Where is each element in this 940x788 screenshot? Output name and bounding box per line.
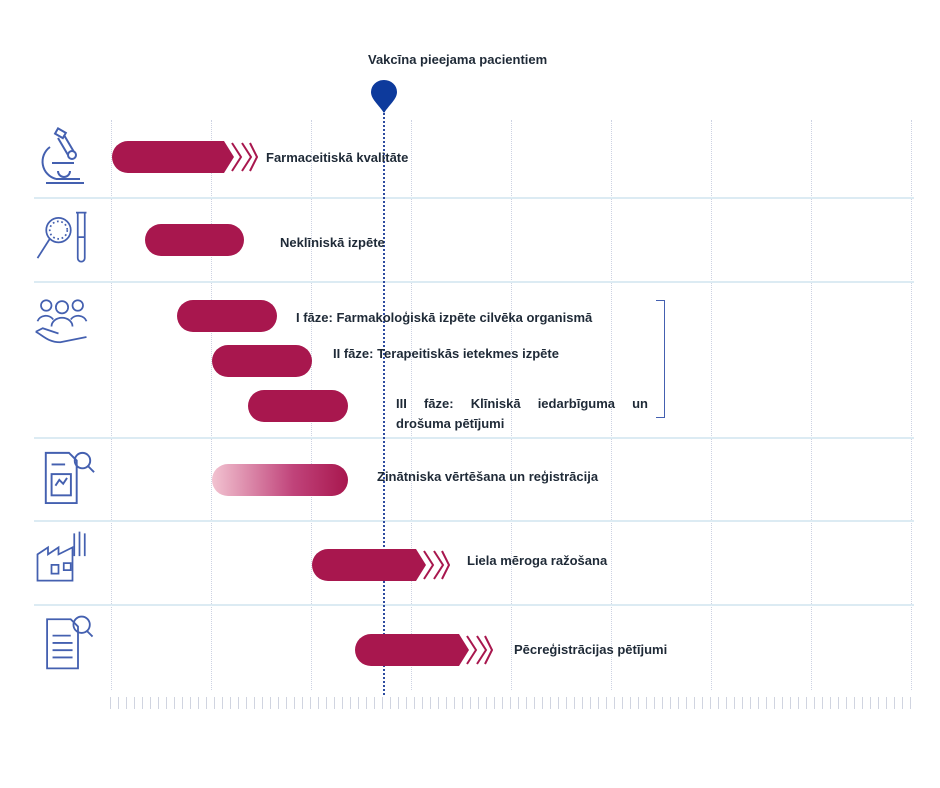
row-label: Zinātniska vērtēšana un reģistrācija xyxy=(377,469,599,484)
row-label: Farmaceitiskā kvalitāte xyxy=(266,150,409,165)
row-label: II fāze: Terapeitiskās ietekmes izpēte xyxy=(333,346,559,361)
grid-line xyxy=(511,120,512,690)
magnifier-test-tube-icon xyxy=(36,211,87,263)
microscope-icon xyxy=(41,127,84,184)
row-label: Pēcreģistrācijas pētījumi xyxy=(514,642,668,657)
row-separator xyxy=(34,197,914,199)
phase-bar-pharma-quality xyxy=(112,141,220,173)
grid-line xyxy=(911,120,912,690)
chevrons-icon xyxy=(453,634,493,666)
marker-title: Vakcīna pieejama pacientiem xyxy=(368,52,548,67)
phase-bar-post-registration xyxy=(355,634,455,666)
grid-line xyxy=(211,120,212,690)
availability-marker-line xyxy=(383,110,385,695)
grid-line xyxy=(711,120,712,690)
factory-icon xyxy=(36,531,86,582)
phase-bar-phase-3 xyxy=(248,390,348,422)
grid-line xyxy=(411,120,412,690)
people-hand-icon xyxy=(35,299,88,344)
row-label: III fāze: Klīniskā iedarbīguma un drošum… xyxy=(396,396,648,431)
row-separator xyxy=(34,604,914,606)
clinical-phases-bracket xyxy=(656,300,665,418)
row-label: Liela mēroga ražošana xyxy=(467,553,608,568)
row-separator xyxy=(34,437,914,439)
row-separator xyxy=(34,281,914,283)
phase-bar-nonclinical xyxy=(145,224,244,256)
report-search-icon xyxy=(46,615,94,670)
grid-line xyxy=(811,120,812,690)
grid-line xyxy=(611,120,612,690)
map-pin-icon xyxy=(371,80,397,113)
chevrons-icon xyxy=(218,141,258,173)
document-review-icon xyxy=(44,451,95,505)
phase-bar-phase-1 xyxy=(177,300,277,332)
row-label: I fāze: Farmakoloģiskā izpēte cilvēka or… xyxy=(296,310,593,325)
phase-bar-manufacturing xyxy=(312,549,412,581)
phase-bar-evaluation xyxy=(212,464,348,496)
row-separator xyxy=(34,520,914,522)
row-label: Neklīniskā izpēte xyxy=(280,235,385,250)
chevrons-icon xyxy=(410,549,450,581)
phase-bar-phase-2 xyxy=(212,345,312,377)
grid-line xyxy=(111,120,112,690)
timeline-ticks xyxy=(110,697,914,709)
